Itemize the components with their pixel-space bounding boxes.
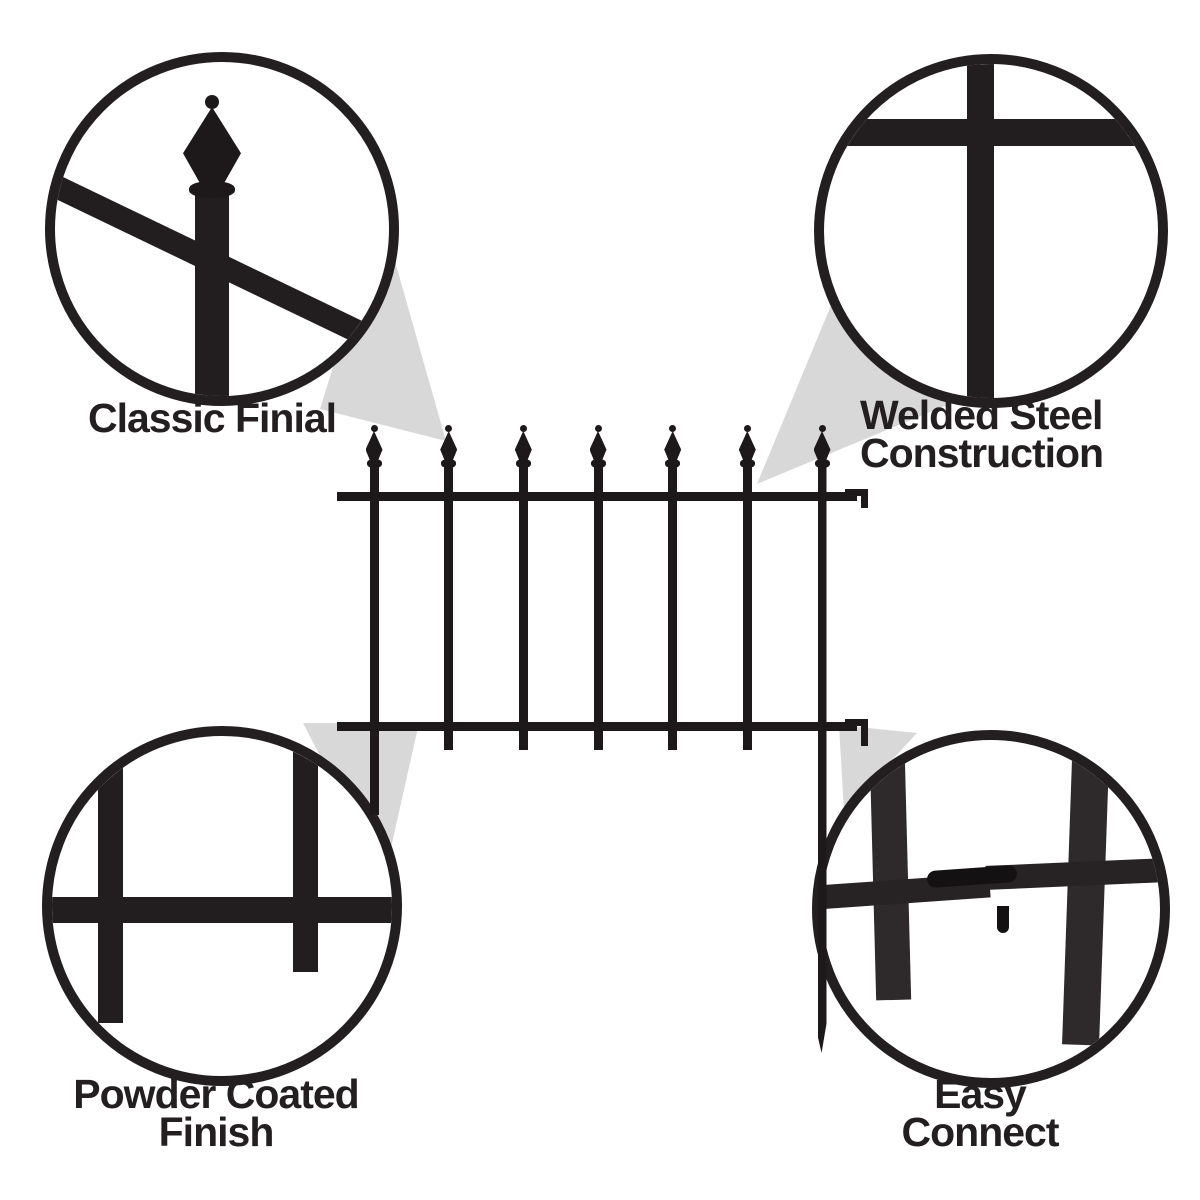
- label-line: Classic Finial: [87, 395, 337, 441]
- picket-finial-spear-icon: [440, 431, 458, 462]
- picket-finial-spear-icon: [514, 431, 532, 462]
- picket-finial-ball: [818, 425, 826, 432]
- connector-detail-art: [822, 740, 1160, 1078]
- picket-finial-collar: [739, 459, 755, 468]
- picket-post: [195, 194, 229, 396]
- label-line: Welded Steel: [860, 392, 1103, 438]
- picket-finial-ball: [743, 425, 751, 432]
- picket-finial-collar: [665, 459, 681, 468]
- label-line: Construction: [860, 430, 1104, 476]
- magnifier-circle-weld-icon: [814, 54, 1168, 408]
- picket-finial-spear-icon: [664, 431, 682, 462]
- fence-picket: [369, 465, 379, 815]
- fence-picket: [593, 465, 603, 750]
- callout-wedge-classic-finial: [320, 212, 446, 441]
- magnifier-circle-finial-icon: [45, 52, 399, 406]
- fence-picket: [668, 465, 678, 750]
- fence-picket: [742, 465, 752, 750]
- fence-picket: [817, 465, 827, 1053]
- finial-detail-art: [55, 62, 389, 396]
- feature-label-powder-coated: Powder Coated Finish: [32, 1071, 400, 1155]
- feature-label-welded-steel: Welded Steel Construction: [860, 392, 1190, 476]
- coated-picket-short: [293, 748, 318, 972]
- picket-finial-spear-icon: [813, 431, 831, 462]
- feature-label-easy-connect: Easy Connect: [796, 1071, 1164, 1155]
- magnifier-circle-coating-icon: [42, 726, 402, 1086]
- magnifier-circle-connector-icon: [812, 730, 1170, 1088]
- picket-finial-collar: [590, 459, 606, 468]
- fence-picket: [444, 465, 454, 750]
- fence-picket: [518, 465, 528, 750]
- label-line: Easy: [934, 1071, 1027, 1117]
- top-rail-hook-icon: [861, 489, 868, 508]
- bottom-rail-hook-icon: [845, 719, 868, 726]
- picket-finial-collar: [515, 459, 531, 468]
- picket-finial-collar: [366, 459, 382, 468]
- bottom-rail-hook-icon: [861, 719, 868, 746]
- finial-ball: [205, 95, 219, 109]
- top-rail-hook-icon: [845, 489, 868, 496]
- picket-finial-collar: [814, 459, 830, 468]
- picket-finial-ball: [594, 425, 602, 432]
- picket-finial-ball: [445, 425, 453, 432]
- picket-finial-ball: [669, 425, 677, 432]
- feature-label-classic-finial: Classic Finial: [45, 395, 379, 441]
- connector-pin-icon: [997, 906, 1009, 933]
- label-line: Finish: [158, 1109, 275, 1155]
- coated-picket-long: [98, 748, 123, 1023]
- welded-picket: [967, 64, 994, 398]
- weld-detail-art: [824, 64, 1158, 398]
- label-line: Connect: [901, 1109, 1060, 1155]
- picket-finial-ball: [519, 425, 527, 432]
- coating-detail-art: [52, 736, 392, 1076]
- coated-rail: [52, 897, 392, 923]
- label-line: Powder Coated: [73, 1071, 359, 1117]
- picket-finial-spear-icon: [738, 431, 756, 462]
- picket-finial-spear-icon: [589, 431, 607, 462]
- finial-collar: [189, 181, 235, 198]
- picket-finial-ball: [370, 425, 378, 432]
- picket-finial-collar: [441, 459, 457, 468]
